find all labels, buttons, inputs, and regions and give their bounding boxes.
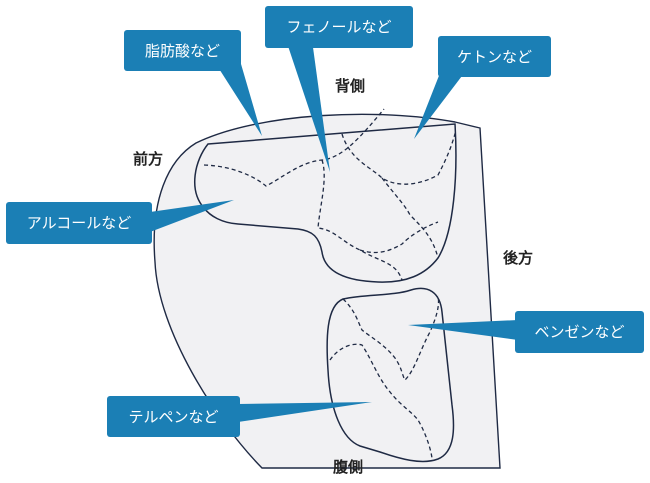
label-ventral: 腹側 bbox=[333, 458, 363, 476]
callout-terpenes-text: テルペンなど bbox=[128, 408, 218, 426]
dorsal-subdivisions bbox=[203, 108, 457, 281]
callout-phenols-text: フェノールなど bbox=[286, 18, 391, 36]
callout-fatty-acids: 脂肪酸など bbox=[124, 30, 262, 136]
callout-fatty-acids-text: 脂肪酸など bbox=[145, 42, 220, 60]
callout-ketones: ケトンなど bbox=[414, 36, 551, 139]
label-dorsal: 背側 bbox=[335, 77, 365, 95]
callout-phenols: フェノールなど bbox=[265, 6, 413, 172]
ventral-subdivisions bbox=[329, 295, 440, 459]
callout-alcohols-text: アルコールなど bbox=[27, 214, 132, 232]
callout-terpenes: テルペンなど bbox=[107, 396, 372, 437]
callout-benzenes: ベンゼンなど bbox=[408, 311, 644, 353]
ventral-zone-outline bbox=[326, 287, 455, 463]
label-anterior: 前方 bbox=[133, 150, 163, 168]
label-posterior: 後方 bbox=[502, 249, 533, 267]
callout-ketones-text: ケトンなど bbox=[457, 48, 532, 66]
callout-benzenes-text: ベンゼンなど bbox=[534, 323, 624, 341]
callout-alcohols: アルコールなど bbox=[6, 200, 234, 244]
